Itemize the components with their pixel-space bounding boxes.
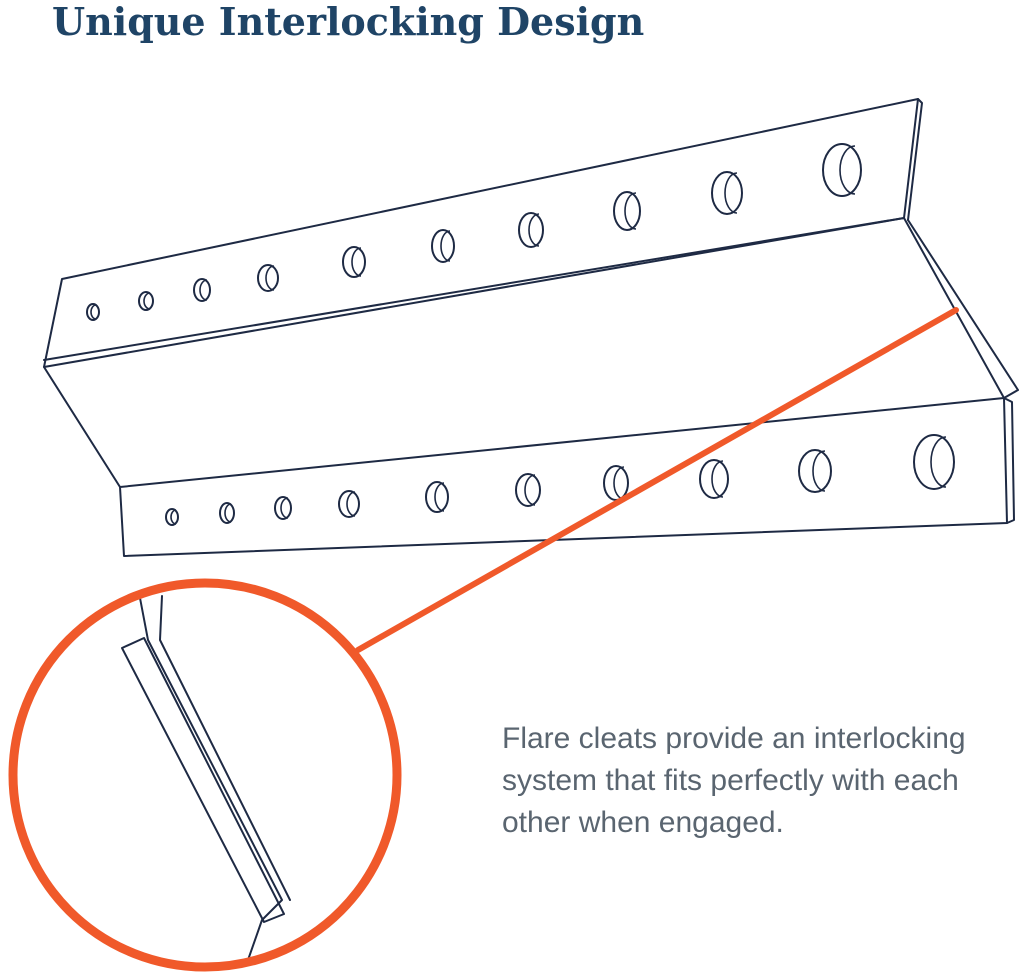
top-hole-8 — [613, 191, 641, 231]
bottom-cleat-holes — [165, 434, 955, 526]
description-caption: Flare cleats provide an interlocking sys… — [502, 718, 1017, 844]
top-hole-7 — [518, 212, 544, 248]
bottom-hole-4 — [338, 490, 360, 518]
bottom-hole-1 — [165, 508, 179, 526]
bottom-hole-6 — [515, 473, 541, 507]
top-cleat-lip — [43, 217, 905, 361]
page-title: Unique Interlocking Design — [52, 0, 645, 44]
zoom-bubble — [8, 578, 402, 972]
zoom-lip — [121, 637, 285, 923]
bottom-hole-2 — [219, 502, 235, 524]
bottom-hole-7 — [603, 465, 629, 501]
bottom-hole-3 — [274, 496, 292, 520]
top-hole-10 — [822, 143, 862, 197]
bottom-hole-9 — [798, 449, 832, 493]
top-hole-9 — [711, 171, 743, 215]
top-hole-4 — [257, 264, 279, 292]
top-hole-1 — [86, 303, 100, 321]
top-cleat-holes — [86, 143, 862, 321]
caption-line-2: system that fits perfectly with each — [502, 764, 959, 797]
bottom-hole-5 — [425, 481, 449, 513]
top-cleat-edge — [907, 98, 923, 221]
top-hole-6 — [431, 229, 455, 263]
caption-line-3: other when engaged. — [502, 806, 784, 839]
top-hole-3 — [193, 278, 211, 302]
bottom-cleat-edge — [1003, 397, 1015, 524]
bottom-hole-8 — [699, 459, 729, 499]
callout-line — [355, 307, 959, 653]
zoom-plate-outer — [139, 597, 283, 961]
flare-plate — [43, 217, 1019, 488]
top-hole-5 — [342, 246, 366, 278]
top-hole-2 — [138, 291, 154, 311]
top-cleat-face — [43, 98, 919, 368]
caption-line-1: Flare cleats provide an interlocking — [502, 722, 966, 755]
zoom-plate-inner — [159, 595, 291, 901]
bottom-hole-10 — [913, 434, 955, 490]
